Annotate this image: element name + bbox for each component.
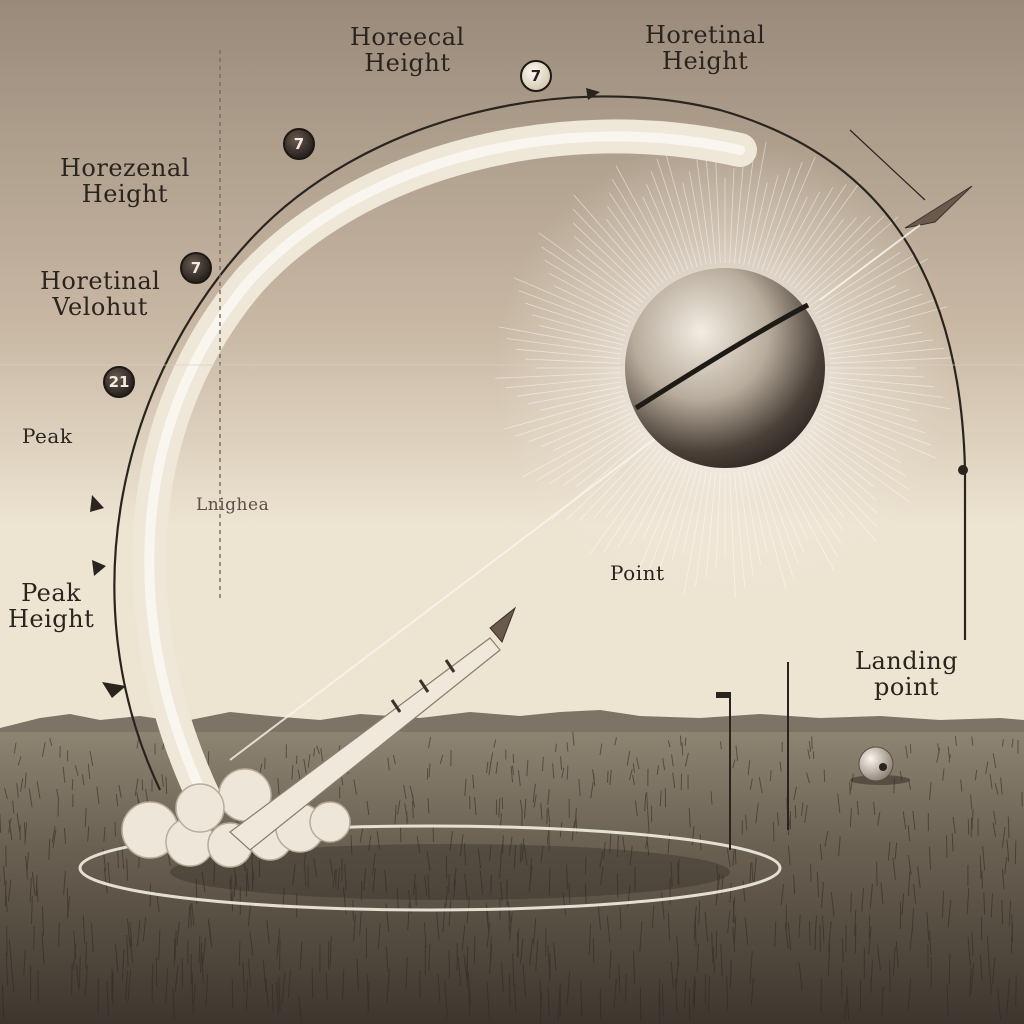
small-landed-ball: [858, 746, 894, 782]
label-top-right-title: Horetinal Height: [645, 21, 766, 76]
label-faint-center: Lnighea: [196, 495, 270, 515]
label-peak: Peak: [22, 424, 73, 448]
rocket: [229, 606, 517, 851]
rocket-tip-trail: [819, 224, 921, 301]
projectile-ball: [625, 268, 825, 468]
launch-smoke: [121, 768, 351, 868]
label-peak-height: Peak Height: [8, 579, 95, 634]
marker-top: 7: [520, 60, 552, 92]
label-landing-point: Landing point: [855, 647, 959, 702]
trajectory-tube-highlight: [144, 131, 745, 805]
launch-streak: [229, 419, 681, 761]
grass-texture: [0, 731, 1023, 1024]
label-point: Point: [610, 561, 665, 585]
right-marker-dot: [958, 465, 968, 475]
label-left-middle: Horetinal Velohut: [40, 267, 161, 322]
horizon-treeline: [0, 710, 1024, 736]
label-left-upper: Horezenal Height: [60, 154, 190, 209]
pole-flag: [716, 692, 730, 698]
landing-poles: [729, 662, 789, 850]
glow-rays: [495, 138, 955, 598]
label-top-left-title: Horeecal Height: [350, 23, 465, 78]
landing-ellipse-shadow: [170, 844, 730, 900]
small-ball-spot: [879, 763, 887, 771]
ball-seam: [634, 302, 810, 411]
top-annotation-line: [849, 129, 926, 201]
trajectory-arrowheads: [90, 88, 600, 698]
landing-ellipse: [78, 824, 782, 912]
outer-trajectory-line: [113, 95, 967, 791]
marker-lower-left: 21: [103, 366, 135, 398]
marker-middle-left: 7: [180, 252, 212, 284]
marker-upper-left: 7: [283, 128, 315, 160]
